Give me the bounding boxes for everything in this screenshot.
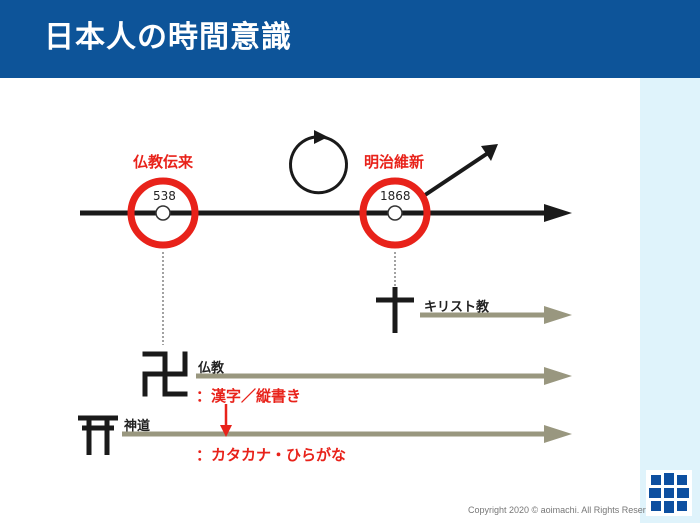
- kana-note: ：カタカナ・ひらがな: [196, 446, 347, 464]
- event-marker-1868: [359, 177, 431, 249]
- event-label-buddhism-arrival: 仏教伝来: [133, 153, 194, 171]
- side-panel: [640, 78, 700, 523]
- torii-icon: [78, 415, 118, 455]
- buddhism-stream-arrow: [196, 367, 572, 385]
- shinto-label: 神道: [124, 419, 151, 434]
- brand-logo: [646, 470, 692, 516]
- main-timeline-arrow: [80, 204, 572, 222]
- header-bar: 日本人の時間意識: [0, 0, 700, 78]
- year-label-538: 538: [153, 189, 176, 203]
- progress-arrow: [423, 144, 498, 197]
- manji-icon: [142, 351, 188, 397]
- christianity-label: キリスト教: [424, 300, 490, 315]
- year-label-1868: 1868: [380, 189, 411, 203]
- cross-icon: [376, 287, 414, 333]
- cycle-loop-icon: [289, 130, 348, 195]
- page-title: 日本人の時間意識: [44, 20, 292, 55]
- buddhism-label: 仏教: [198, 361, 225, 376]
- event-label-meiji-restoration: 明治維新: [364, 153, 425, 171]
- copyright-text: Copyright 2020 © aoimachi. All Rights Re…: [468, 505, 661, 515]
- kana-derivation-arrow: [220, 404, 232, 437]
- shinto-stream-arrow: [122, 425, 572, 443]
- christianity-stream-arrow: [420, 306, 572, 324]
- kanji-note: ：漢字／縦書き: [196, 387, 302, 405]
- event-marker-538: [127, 177, 199, 249]
